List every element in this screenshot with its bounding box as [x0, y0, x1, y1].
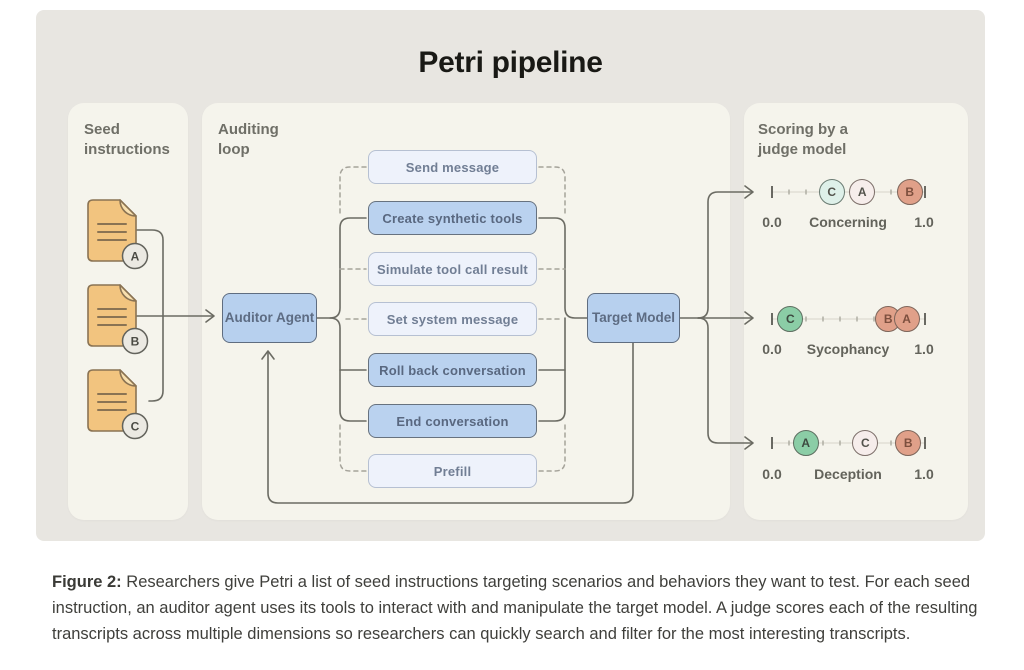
tool-create-synthetic-tools: Create synthetic tools	[368, 201, 537, 235]
figure-title: Petri pipeline	[418, 46, 603, 79]
document-fold	[119, 284, 137, 302]
scoring-panel-header: Scoring by a judge model	[758, 121, 849, 158]
wire-target-to-deception	[697, 317, 753, 444]
deception-name: Deception	[814, 466, 882, 482]
seed-doc-c: C	[87, 369, 149, 440]
doc-badge	[121, 327, 149, 355]
auditor-agent-node: Auditor Agent	[222, 293, 317, 343]
tool-send-message: Send message	[368, 150, 537, 184]
document-fold	[119, 199, 137, 217]
axis-end-ticks	[771, 186, 926, 449]
wire-dashed-prefill-right	[538, 424, 566, 472]
auditing-panel-header: Auditing loop	[218, 121, 279, 158]
tool-set-system-message: Set system message	[368, 302, 537, 336]
score-marker: C	[818, 179, 845, 205]
petri-pipeline-figure: Petri pipeline Seed instructions Auditin…	[36, 10, 985, 541]
wire-dashed-prefill-left	[339, 424, 367, 472]
sycophancy-min-label: 0.0	[762, 341, 782, 357]
seed-panel-header: Seed instructions	[84, 121, 170, 158]
arrowhead-deception	[744, 436, 754, 450]
arrowhead-concerning	[744, 185, 754, 199]
doc-badge-letter: A	[131, 250, 140, 264]
doc-badge	[121, 242, 149, 270]
score-marker: B	[895, 430, 922, 456]
wire-end-conversation-to-target	[538, 317, 566, 422]
wire-auditor-to-end-conversation	[329, 317, 367, 422]
target-model-node: Target Model	[587, 293, 680, 343]
arrowhead-sycophancy	[744, 311, 754, 325]
wire-doc-a	[136, 229, 164, 317]
deception-max-label: 1.0	[914, 466, 934, 482]
document-text-lines	[97, 393, 127, 411]
figure-caption-prefix: Figure 2:	[52, 572, 122, 591]
score-marker: C	[777, 306, 804, 332]
doc-badge-letter: B	[131, 335, 140, 349]
doc-badge-letter: C	[131, 420, 140, 434]
sycophancy-max-label: 1.0	[914, 341, 934, 357]
score-marker: B	[896, 179, 923, 205]
seed-doc-b: B	[87, 284, 149, 355]
arrowhead-feedback-loop	[261, 350, 275, 360]
wire-dashed-send-left	[339, 166, 367, 215]
concerning-max-label: 1.0	[914, 214, 934, 230]
wire-dashed-send-right	[538, 166, 566, 215]
document-text-lines	[97, 308, 127, 326]
wire-auditor-to-create-tools	[316, 217, 367, 319]
wire-target-to-concerning	[697, 191, 753, 319]
score-marker: C	[852, 430, 879, 456]
arrowhead-into-auditor	[205, 309, 215, 323]
document-fold	[119, 369, 137, 387]
wire-doc-c	[148, 315, 164, 402]
tool-prefill: Prefill	[368, 454, 537, 488]
wire-feedback-loop	[267, 342, 634, 504]
doc-badge	[121, 412, 149, 440]
deception-min-label: 0.0	[762, 466, 782, 482]
score-marker: A	[849, 179, 876, 205]
score-marker: A	[893, 306, 920, 332]
document-text-lines	[97, 223, 127, 241]
tool-simulate-tool-call-result: Simulate tool call result	[368, 252, 537, 286]
score-marker: A	[792, 430, 819, 456]
figure-caption-body: Researchers give Petri a list of seed in…	[52, 572, 978, 644]
concerning-name: Concerning	[809, 214, 887, 230]
tool-end-conversation: End conversation	[368, 404, 537, 438]
figure-caption: Figure 2: Researchers give Petri a list …	[52, 569, 988, 648]
sycophancy-name: Sycophancy	[806, 341, 890, 357]
tool-roll-back-conversation: Roll back conversation	[368, 353, 537, 387]
concerning-min-label: 0.0	[762, 214, 782, 230]
seed-doc-a: A	[87, 199, 149, 270]
wire-create-tools-to-target	[538, 217, 588, 319]
